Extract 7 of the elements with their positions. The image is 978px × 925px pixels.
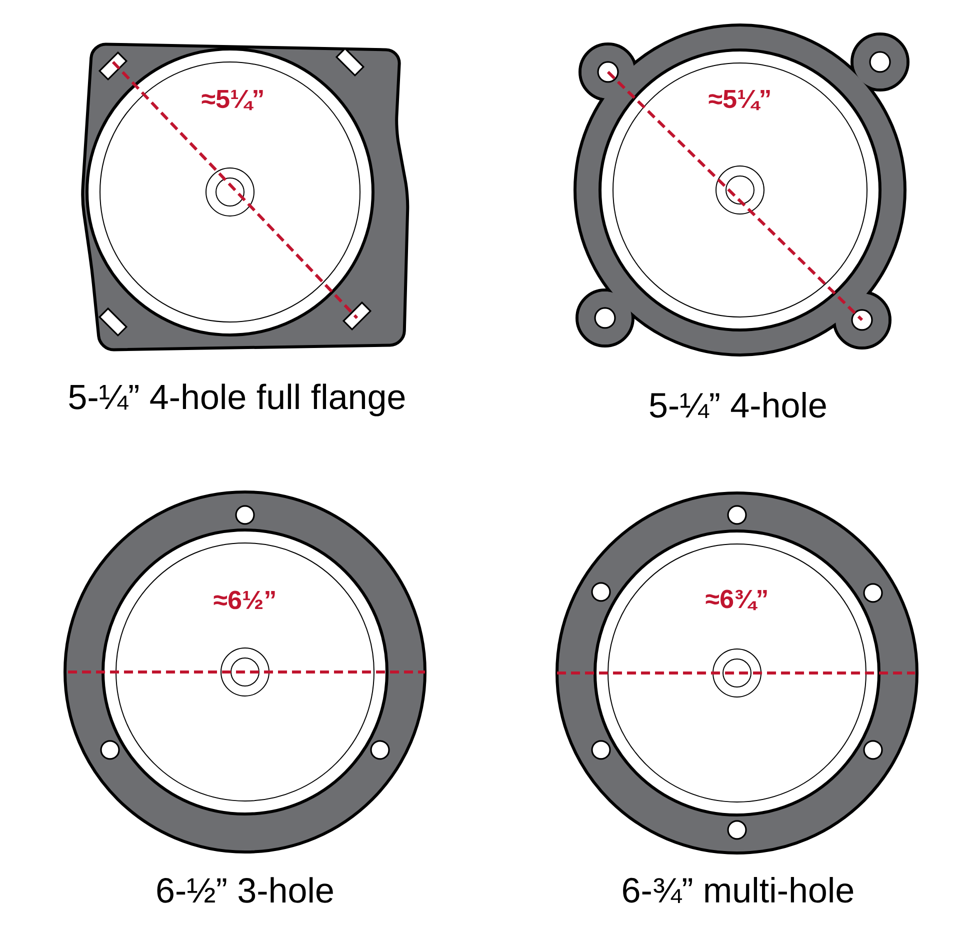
speaker-label: 5-¼” 4-hole xyxy=(650,392,826,418)
dimension-label: ≈5¼” xyxy=(199,88,267,112)
dimension-label: ≈6½” xyxy=(211,588,279,612)
speaker-label: 6-¾” multi-hole xyxy=(623,877,854,903)
speaker-label: 5-¼” 4-hole full flange xyxy=(69,384,405,416)
speaker-label: 6-½” 3-hole xyxy=(157,877,333,903)
dimension-label: ≈6¾” xyxy=(703,588,771,612)
